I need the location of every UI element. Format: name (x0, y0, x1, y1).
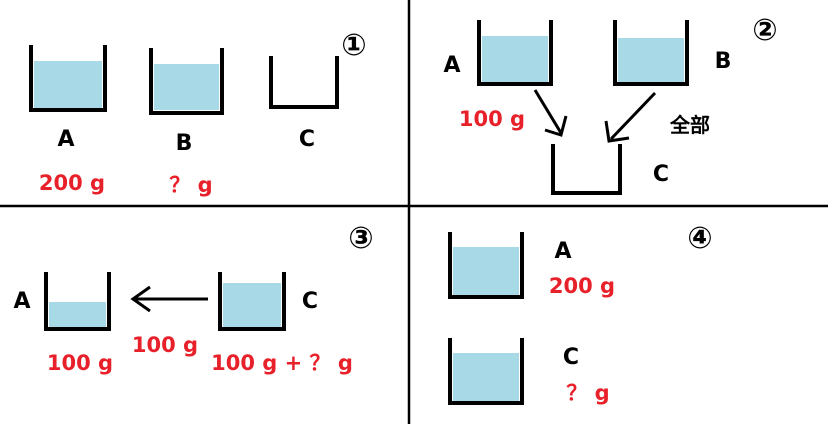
cup-c-label: C (302, 289, 318, 314)
arrow-head (130, 285, 151, 313)
arrow-c-to-a (130, 285, 208, 313)
cup-b (149, 48, 224, 115)
panel-4-number: ④ (687, 221, 712, 256)
water (223, 281, 281, 327)
arrow-shaft (609, 91, 657, 141)
cup-a-amount: 100 g (47, 351, 113, 375)
cup-a (44, 272, 111, 331)
cup-outline (29, 45, 107, 112)
cup-a-label: A (443, 53, 460, 78)
panel-1-number: ① (341, 28, 366, 63)
cup-outline (149, 48, 224, 115)
cup-c-label: C (563, 345, 579, 370)
cup-a-label: A (554, 239, 571, 264)
cup-c (218, 272, 286, 331)
cup-b-label: B (176, 131, 193, 156)
panel-3: ③ A 100 g C 100 g + ？ g 100 g (13, 221, 373, 375)
cup-a (29, 45, 107, 112)
cup-b-label: B (715, 49, 732, 74)
cup-c-label: C (653, 162, 669, 187)
cup-outline (448, 232, 524, 299)
arrow-b-to-c (604, 91, 657, 143)
panel-2-number: ② (752, 13, 777, 48)
cup-outline (448, 338, 524, 405)
cup-outline (218, 272, 286, 331)
cup-a (448, 232, 524, 299)
cup-a-label: A (57, 127, 74, 152)
water (618, 36, 684, 82)
cup-a-amount: 100 g (459, 107, 525, 131)
arrow-a-to-c (533, 89, 568, 137)
water (34, 59, 102, 108)
water (49, 300, 106, 327)
arrow-shaft (533, 89, 563, 134)
cup-outline (44, 272, 111, 331)
cup-outline (613, 20, 689, 86)
arrow-head (544, 115, 568, 137)
cup-c (448, 338, 524, 405)
cup-c (269, 56, 339, 109)
arrow-label: 100 g (132, 333, 198, 357)
panel-2: ② A 100 g B 全部 C (443, 13, 778, 195)
cup-b-amount: ？ g (169, 173, 212, 197)
cup-c-amount: 100 g + ？ g (211, 351, 353, 375)
cup-a-label: A (13, 289, 30, 314)
cup-outline (551, 144, 622, 195)
panel-3-number: ③ (348, 221, 373, 256)
cup-c-label: C (299, 127, 315, 152)
panel-4: ④ A 200 g C ？ g (448, 221, 713, 405)
panel-1: ① A 200 g B ？ g C (29, 28, 367, 197)
cup-a (477, 20, 553, 86)
cup-a-amount: 200 g (39, 171, 105, 195)
water (482, 34, 548, 82)
water (453, 245, 519, 295)
cup-b (613, 20, 689, 86)
arrow-label: 全部 (669, 113, 710, 137)
water (453, 351, 519, 401)
cup-c (551, 144, 622, 195)
cup-a-amount: 200 g (549, 274, 615, 298)
cup-outline (477, 20, 553, 86)
cup-outline (269, 56, 339, 109)
water (154, 62, 219, 110)
cup-c-amount: ？ g (566, 381, 609, 405)
arrow-head (604, 120, 630, 143)
